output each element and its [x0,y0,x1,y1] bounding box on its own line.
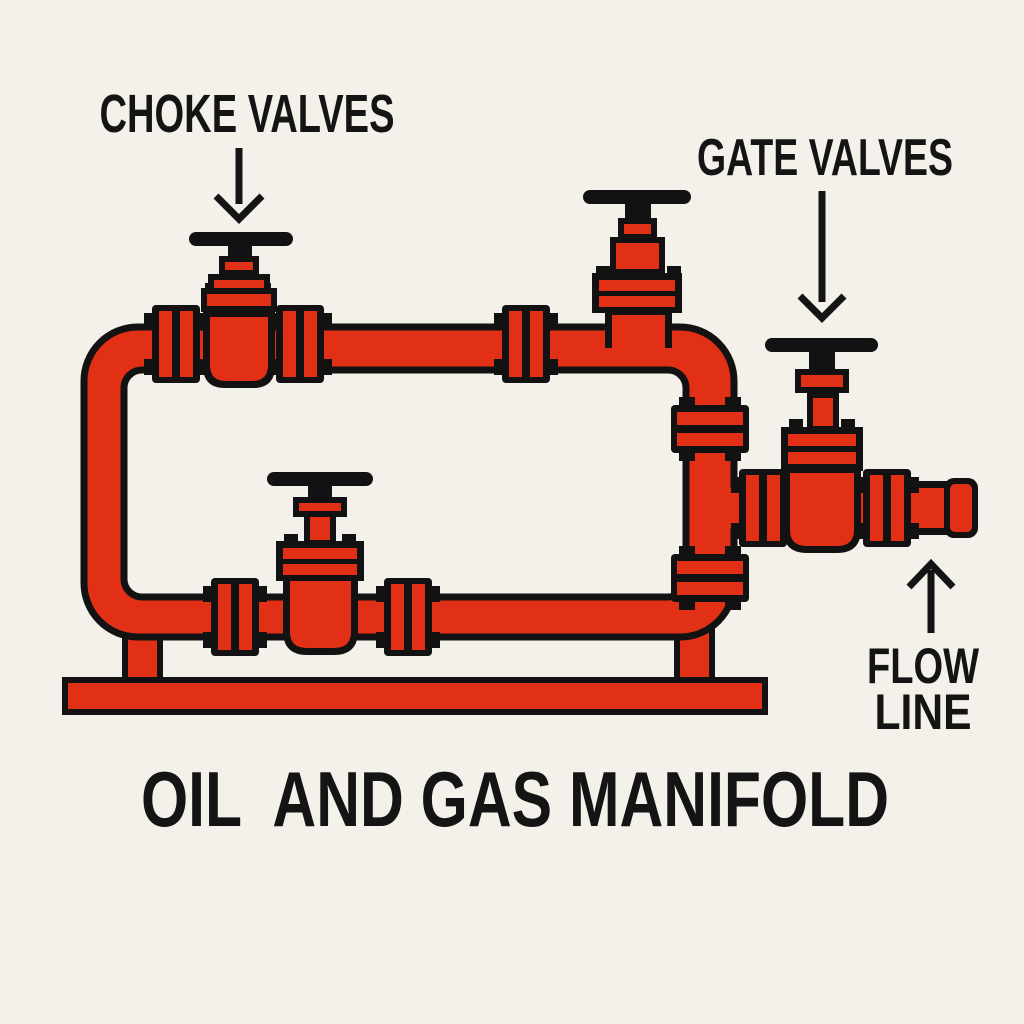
valve-cap [624,224,651,234]
valve-stem [813,398,833,426]
base-plate-fill [68,683,762,709]
valve-tab [284,534,298,543]
valve-handle-stem [308,485,332,501]
valve-flange-band [283,564,357,575]
valve-tab [667,266,681,275]
gate-valve-outlet [765,338,878,553]
pipe-flange [671,397,749,461]
label-choke-valves: CHOKE VALVES [100,84,395,144]
diagram-title: OIL AND GAS MANIFOLD [141,755,889,843]
pipe-flange [494,305,558,383]
valve-bonnet [214,280,264,288]
pipe-flange [144,305,208,383]
valve-bell [210,317,268,381]
gate-valve-top [583,190,691,355]
valve-flange-band [283,548,357,559]
pipe-flange [203,578,267,656]
label-flow-line-line1: FLOW [867,638,980,694]
annotations [213,148,956,633]
pipe-flange [376,578,440,656]
valve-tab [789,419,803,428]
end-cap [950,484,972,532]
gate-valve-bottom [267,472,373,655]
pipe-flange [855,469,919,547]
valve-bell [790,473,854,546]
valve-flange-band [599,296,675,307]
valve-flange [207,294,271,306]
valve-flange-band [788,452,856,464]
valve-tab [596,266,610,275]
down-arrow-icon [797,191,847,323]
valve-flange-band [788,434,856,446]
valve-cap [801,375,843,387]
label-gate-valves: GATE VALVES [697,129,953,187]
valve-cap [299,503,341,511]
valve-handle [267,472,373,486]
valve-flange-outline [781,427,863,471]
choke-valve [189,232,293,388]
valve-cap [225,262,253,270]
valve-neck [612,315,665,355]
base-plate [62,677,768,715]
valve-bell [290,579,351,648]
manifold-ring [80,323,738,641]
valve-handle-stem [625,202,651,224]
valve-handle-stem [228,244,252,262]
valve-tab [342,534,356,543]
valve-handle-stem [809,351,835,373]
valve-bonnet [616,243,659,269]
pipe-flange [671,546,749,610]
pipe-flange [268,305,332,383]
up-arrow-icon [906,558,956,633]
valve-stem [310,514,330,540]
down-arrow-icon [213,148,265,224]
valve-handle [189,232,293,246]
valve-tab [841,419,855,428]
valve-flange-band [599,280,675,291]
valve-handle [765,338,878,352]
valve-handle [583,190,691,204]
label-flow-line-line2: LINE [875,684,972,740]
